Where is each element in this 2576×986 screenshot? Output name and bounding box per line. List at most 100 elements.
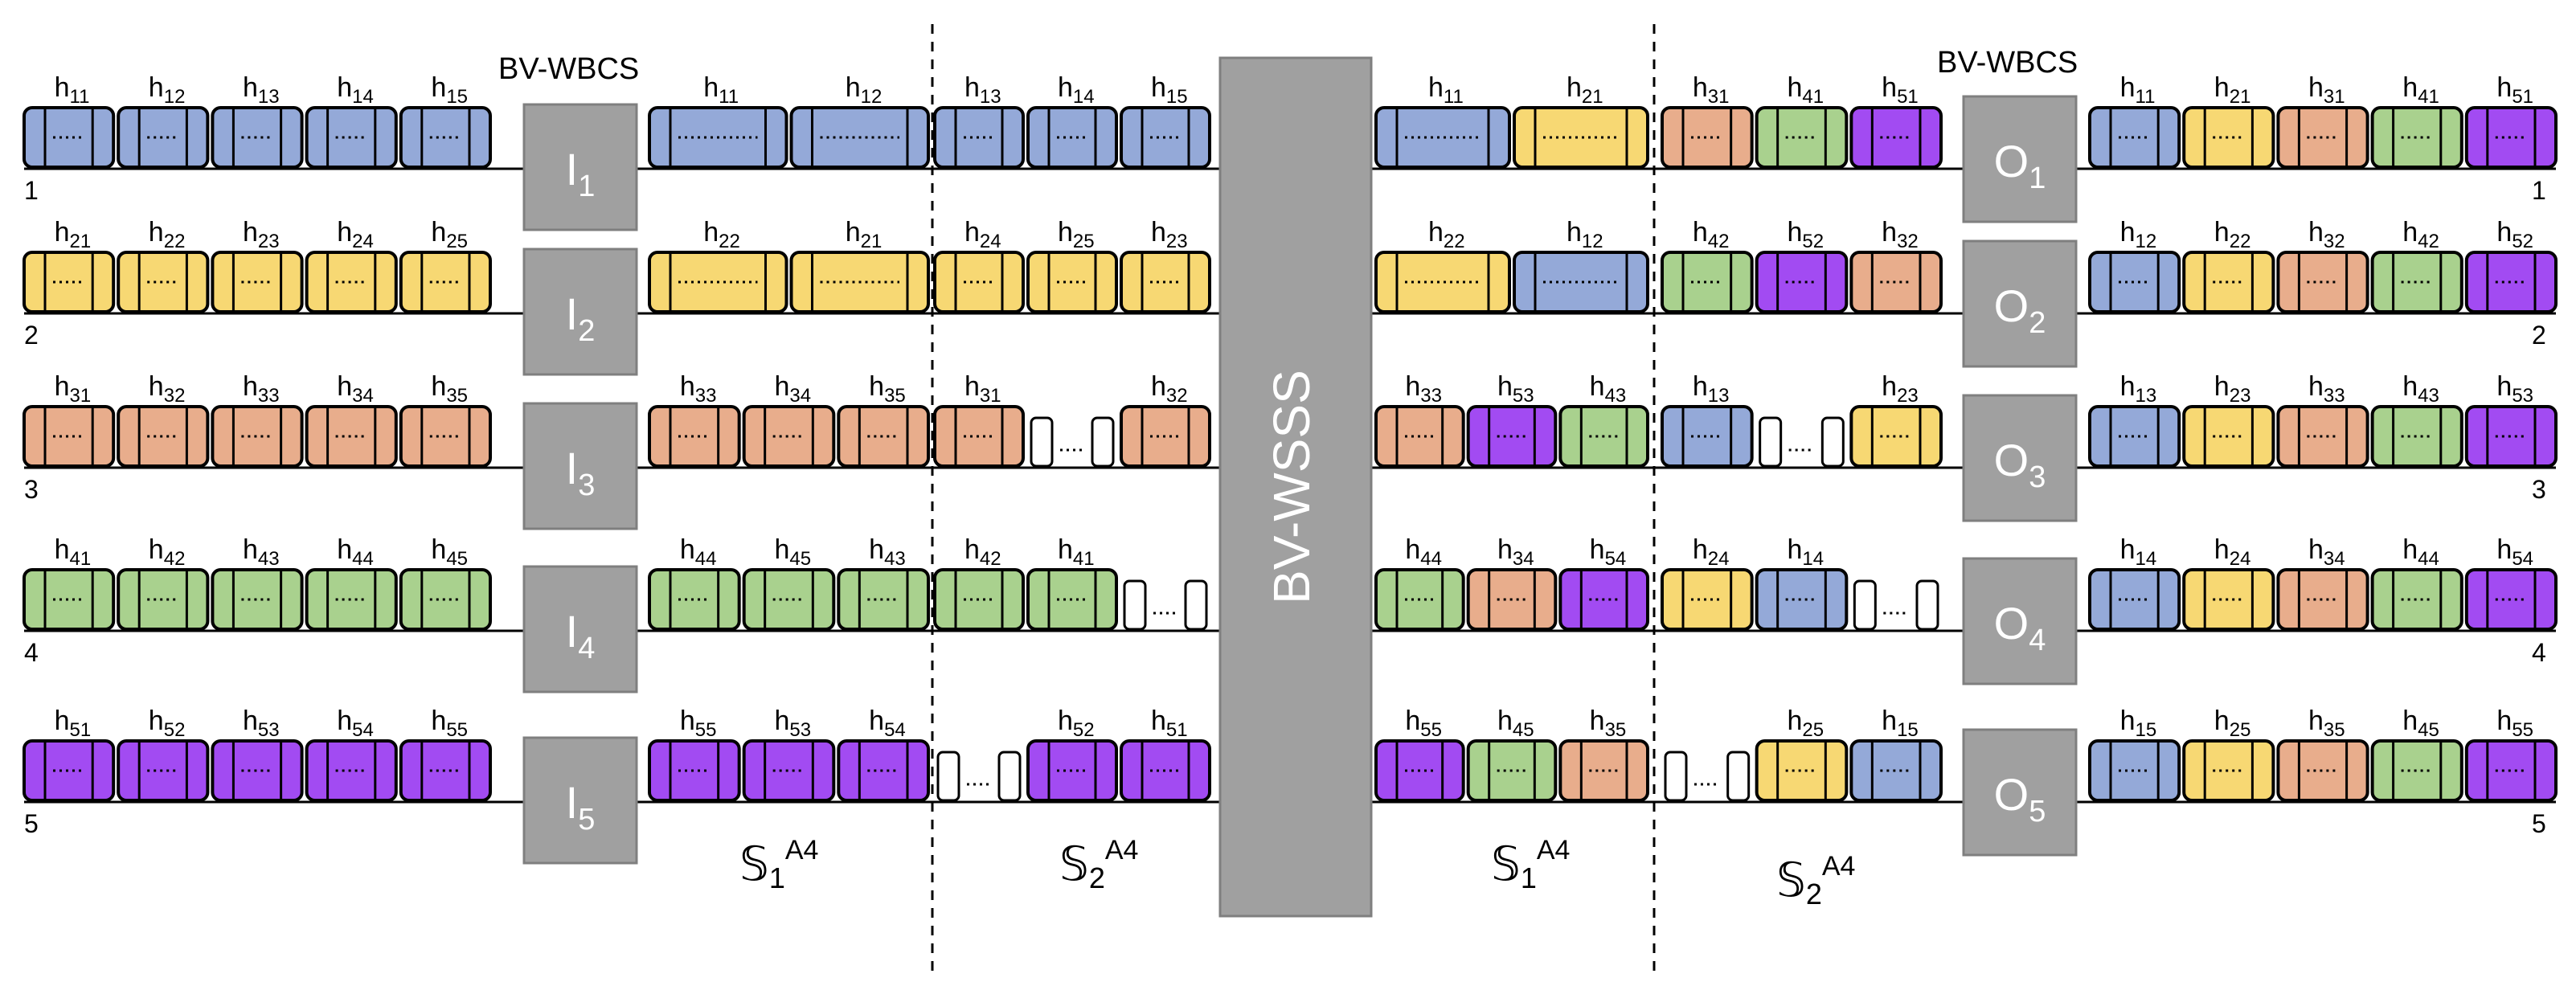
label-stage2-right: 𝕊2A4 bbox=[1776, 851, 1855, 910]
packet-h43 bbox=[2370, 405, 2463, 468]
output-switch-3: O3 bbox=[1962, 394, 2078, 522]
packet-label: h24 bbox=[2214, 534, 2251, 570]
packet-h43 bbox=[1558, 405, 1650, 468]
packet-label: h25 bbox=[1058, 217, 1095, 252]
row-number-right: 2 bbox=[2532, 321, 2546, 350]
packet-label: h15 bbox=[2120, 706, 2157, 741]
packet-label: h15 bbox=[1151, 72, 1188, 108]
packet-label: h22 bbox=[703, 217, 740, 252]
packet-label: h24 bbox=[1693, 534, 1730, 570]
packet-h45 bbox=[399, 568, 492, 631]
packet-h52 bbox=[117, 739, 210, 802]
packet-h32 bbox=[1120, 405, 1211, 468]
packet-h24 bbox=[2182, 568, 2275, 631]
packet-h12 bbox=[1513, 251, 1649, 313]
packet-label: h11 bbox=[2120, 72, 2156, 108]
packet-label: h23 bbox=[243, 217, 280, 252]
packet-label: h25 bbox=[2214, 706, 2251, 741]
packet-label: h13 bbox=[2120, 371, 2157, 407]
input-switch-3: I3 bbox=[522, 402, 638, 530]
packet-h43 bbox=[837, 568, 931, 631]
packet-label: h42 bbox=[1693, 217, 1730, 252]
packet-label: h32 bbox=[2308, 217, 2345, 252]
packet-label: h34 bbox=[2308, 534, 2345, 570]
packet-h25 bbox=[1026, 251, 1118, 313]
packet-h23 bbox=[1120, 251, 1211, 313]
packet-h55 bbox=[399, 739, 492, 802]
packet-label: h21 bbox=[1566, 72, 1603, 108]
packet-label: h11 bbox=[55, 72, 90, 108]
packet-h25 bbox=[399, 251, 492, 313]
packet-label: h32 bbox=[149, 371, 186, 407]
input-switch-1: I1 bbox=[522, 103, 638, 231]
packet-label: h12 bbox=[1566, 217, 1603, 252]
packet-h11 bbox=[2088, 106, 2181, 169]
packet-label: h24 bbox=[337, 217, 374, 252]
packet-label: h14 bbox=[1788, 534, 1824, 570]
packet-h51 bbox=[1120, 739, 1211, 802]
packet-h31 bbox=[2276, 106, 2369, 169]
output-stage2-row-4: h24 h14 bbox=[1661, 534, 1939, 631]
packet-label: h22 bbox=[2214, 217, 2251, 252]
packet-label: h54 bbox=[1590, 534, 1627, 570]
packet-h35 bbox=[2276, 739, 2369, 802]
packet-h33 bbox=[648, 405, 741, 468]
packet-h31 bbox=[933, 405, 1025, 468]
packet-label: h54 bbox=[2496, 534, 2533, 570]
row-number-right: 5 bbox=[2532, 809, 2546, 838]
packet-h12 bbox=[2088, 251, 2181, 313]
packet-h11 bbox=[23, 106, 116, 169]
packet-label: h41 bbox=[55, 534, 92, 570]
packet-h24 bbox=[1661, 568, 1754, 631]
input-stage2-row-3: h31 h32 bbox=[933, 371, 1211, 468]
packet-label: h31 bbox=[1693, 72, 1730, 108]
packet-label: h31 bbox=[55, 371, 92, 407]
packet-h34 bbox=[305, 405, 398, 468]
packet-label: h45 bbox=[1497, 706, 1534, 741]
packet-label: h32 bbox=[1151, 371, 1188, 407]
packet-h45 bbox=[1466, 739, 1558, 802]
packet-h41 bbox=[1026, 568, 1118, 631]
packet-label: h31 bbox=[964, 371, 1001, 407]
packet-label: h33 bbox=[1405, 371, 1442, 407]
label-wbcs-right: BV-WBCS bbox=[1937, 46, 2078, 80]
packet-h34 bbox=[742, 405, 836, 468]
row-number-left: 2 bbox=[24, 321, 39, 350]
packet-label: h45 bbox=[431, 534, 468, 570]
packet-h35 bbox=[837, 405, 931, 468]
packet-label: h35 bbox=[431, 371, 468, 407]
packet-h25 bbox=[2182, 739, 2275, 802]
packet-h45 bbox=[2370, 739, 2463, 802]
packet-label: h12 bbox=[149, 72, 186, 108]
packet-label: h52 bbox=[1788, 217, 1824, 252]
packet-h35 bbox=[1558, 739, 1650, 802]
packet-h44 bbox=[305, 568, 398, 631]
packet-h13 bbox=[1661, 405, 1754, 468]
packet-h31 bbox=[23, 405, 116, 468]
row-number-left: 1 bbox=[24, 176, 39, 205]
packet-h13 bbox=[933, 106, 1025, 169]
packet-label: h35 bbox=[2308, 706, 2345, 741]
packet-h15 bbox=[2088, 739, 2181, 802]
packet-label: h14 bbox=[1058, 72, 1095, 108]
packet-label: h41 bbox=[2402, 72, 2439, 108]
packet-label: h42 bbox=[2402, 217, 2439, 252]
